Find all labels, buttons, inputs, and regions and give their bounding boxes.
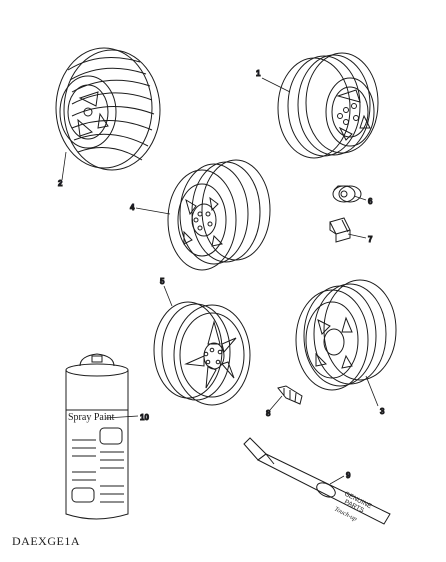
diagram-code: DAEXGE1A <box>12 534 80 548</box>
hub-cap-part-6 <box>332 185 362 203</box>
wheel-nut-part-7 <box>329 217 351 243</box>
callout-10: 10 <box>140 413 149 422</box>
callout-6: 6 <box>368 197 373 206</box>
leader-lines <box>61 77 379 485</box>
callout-3: 3 <box>380 407 385 416</box>
callout-9: 9 <box>346 471 351 480</box>
callout-7: 7 <box>368 235 373 244</box>
spray-label: Spray Paint <box>68 412 115 423</box>
callouts: 1 2 3 4 5 6 7 8 9 10 <box>58 69 386 481</box>
balance-weight-part-8 <box>277 385 303 405</box>
spray-can-part-10: Spray Paint <box>65 353 129 520</box>
wheel-part-5 <box>153 301 251 406</box>
wheel-part-4 <box>167 159 271 271</box>
callout-5: 5 <box>160 277 165 286</box>
wheel-part-1 <box>277 52 379 159</box>
callout-2: 2 <box>58 179 63 188</box>
tyre-part-2 <box>55 47 161 171</box>
touch-up-pen-part-9: GENUINE PARTS Touch-up <box>243 437 391 525</box>
callout-8: 8 <box>266 409 271 418</box>
callout-4: 4 <box>130 203 135 212</box>
callout-1: 1 <box>256 69 261 78</box>
wheel-part-3 <box>295 279 397 391</box>
